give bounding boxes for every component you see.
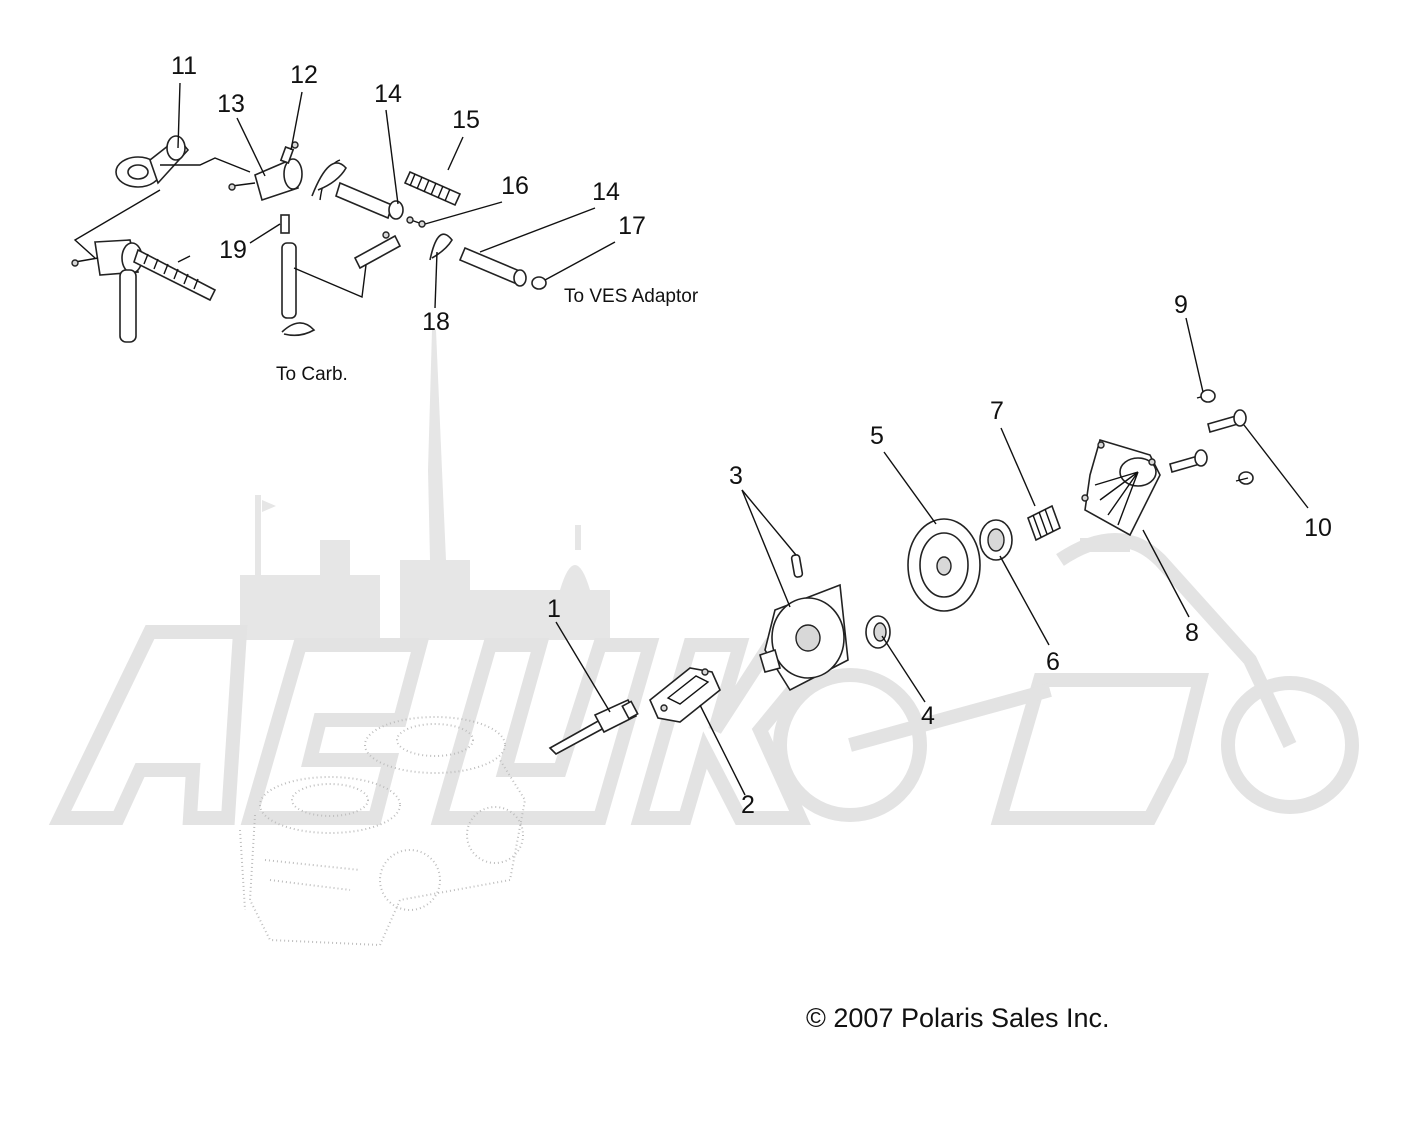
part-10-bolts [1169,409,1254,485]
part-12-fitting [279,141,299,164]
part-8-cover [1081,439,1161,537]
callout-15: 15 [452,106,480,134]
part-3-housing [759,554,849,692]
callout-8: 8 [1185,619,1199,647]
engine-block-silhouette [239,716,527,947]
note-to-ves-adaptor: To VES Adaptor [564,286,699,307]
part-1-valve-stem [548,698,639,755]
part-17-cap [531,276,547,290]
part-11-lever-arm [115,135,190,188]
note-to-carb: To Carb. [276,364,348,385]
callout-17: 17 [618,212,646,240]
callout-6: 6 [1046,648,1060,676]
callout-labels: 11 12 13 14 15 16 14 17 19 18 9 7 5 3 10… [171,52,1332,819]
part-18-clip [429,233,453,261]
callout-13: 13 [217,90,245,118]
callout-3: 3 [729,462,743,490]
part-14-hose-upper [335,181,404,220]
part-plunger-assembly [71,239,217,343]
callout-2: 2 [741,791,755,819]
callout-7: 7 [990,397,1004,425]
callout-18: 18 [422,308,450,336]
part-9-bolt [1196,389,1216,403]
watermark [48,330,1359,825]
callout-19: 19 [219,236,247,264]
callout-10: 10 [1304,514,1332,542]
leader-lines [177,82,1309,796]
callout-11: 11 [171,52,197,80]
callout-1: 1 [547,595,561,623]
watermark-motorcycle [773,533,1359,822]
callout-14-upper: 14 [374,80,402,108]
part-5-diaphragm [907,518,981,612]
part-16-pin [406,216,426,228]
part-vertical-hose [281,242,297,319]
callout-4: 4 [921,702,935,730]
copyright-notice: © 2007 Polaris Sales Inc. [806,1003,1110,1033]
callout-12: 12 [290,61,318,89]
part-2-gasket [649,667,721,723]
part-clip-upper [311,162,347,197]
part-13-actuator [228,158,303,202]
part-6-spring-seat [979,519,1013,561]
part-short-hose [353,231,402,270]
part-14-hose-lower [458,246,527,287]
watermark-brand [48,625,1209,825]
part-carb-clip [281,322,316,337]
part-15-spring [403,170,462,207]
part-7-spring [1027,504,1061,542]
callout-9: 9 [1174,291,1188,319]
watermark-skyline [240,330,610,640]
callout-16: 16 [501,172,529,200]
callout-14-lower: 14 [592,178,620,206]
part-19-fitting [280,214,290,234]
callout-5: 5 [870,422,884,450]
